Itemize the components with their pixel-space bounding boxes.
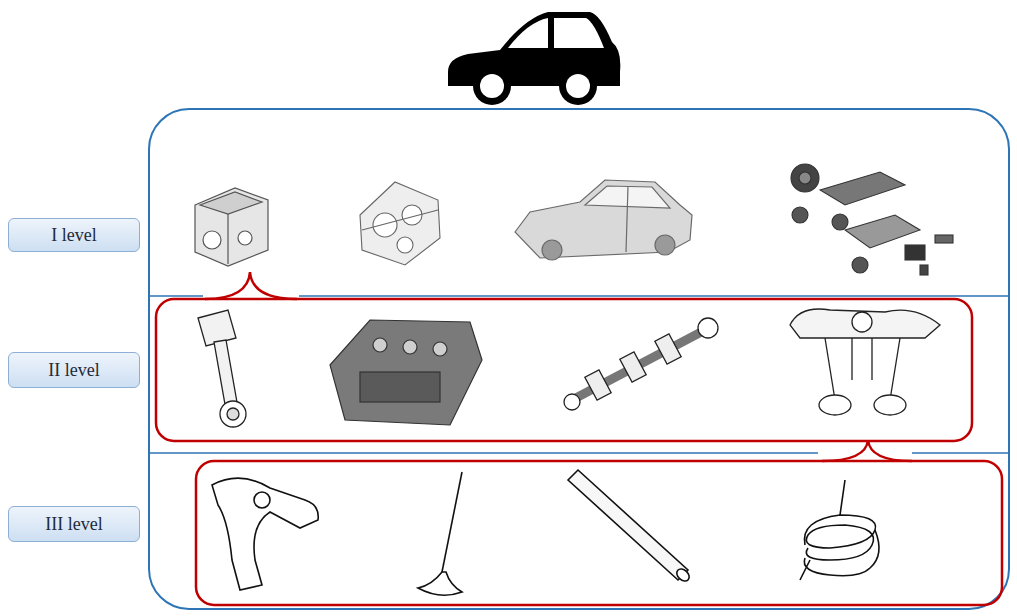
- car-window: [508, 18, 548, 48]
- rocker-bore: [254, 492, 270, 508]
- bracket: [205, 272, 297, 299]
- engine-drawing: [195, 188, 268, 266]
- speaker: [852, 257, 868, 273]
- valve-stem: [890, 338, 900, 400]
- valve-stem: [825, 338, 835, 400]
- block-hole: [403, 340, 417, 354]
- amplifier: [820, 172, 905, 205]
- car-window: [554, 18, 604, 48]
- car-wheel: [480, 74, 504, 98]
- level-label: III level: [45, 514, 102, 535]
- pushrod: [568, 470, 688, 580]
- spring: [800, 515, 879, 580]
- car-wheel: [566, 74, 590, 98]
- car-wheel: [559, 67, 597, 105]
- engine-block: [195, 188, 268, 266]
- block-hole: [433, 342, 447, 356]
- block-casting: [330, 320, 482, 425]
- separator-line: [299, 295, 1009, 297]
- valve-head: [418, 572, 462, 595]
- speaker: [791, 164, 819, 192]
- outer-frame: [149, 109, 1009, 609]
- gear-shaft: [362, 210, 438, 230]
- engine-pulley: [203, 231, 221, 249]
- group-frame: [156, 299, 972, 441]
- speaker: [792, 207, 808, 223]
- crankshaft-drawing: [564, 318, 718, 410]
- rocker-assembly: [790, 309, 940, 338]
- pushrod-drawing: [568, 470, 692, 583]
- piston-head: [198, 310, 236, 346]
- crank-web: [620, 352, 646, 382]
- gear: [373, 213, 397, 237]
- body-shell: [515, 180, 692, 258]
- separator-line: [149, 452, 818, 454]
- valve-head: [819, 395, 851, 415]
- crank-web: [585, 370, 611, 400]
- valve-stem: [442, 472, 462, 572]
- separator-line: [912, 452, 1009, 454]
- crank-web: [655, 334, 681, 364]
- speaker: [799, 172, 811, 184]
- group-frame: [196, 461, 1002, 605]
- rocker-arm-drawing: [212, 478, 318, 590]
- car-icon: [448, 12, 620, 105]
- body-pillar: [626, 186, 628, 252]
- piston-drawing: [198, 310, 246, 427]
- spring-drawing: [800, 480, 879, 580]
- engine-cover: [200, 192, 262, 214]
- remote: [935, 235, 953, 243]
- rocker-arm: [212, 478, 318, 590]
- connecting-rod: [214, 340, 238, 410]
- separator-line: [149, 295, 203, 297]
- module: [845, 215, 920, 248]
- rod-big-end: [220, 401, 246, 427]
- valve-train-drawing: [790, 309, 940, 415]
- speaker: [832, 214, 848, 230]
- rod-big-end: [227, 408, 239, 420]
- engine-line: [227, 214, 228, 264]
- spring-coils: [852, 338, 872, 380]
- pushrod-end: [674, 567, 691, 584]
- gear: [397, 237, 413, 253]
- engine-pulley: [238, 231, 252, 245]
- crank-end: [564, 394, 580, 410]
- engine-block-drawing: [330, 320, 482, 425]
- valve-drawing: [418, 472, 462, 595]
- car-body: [448, 12, 620, 86]
- gearbox-drawing: [360, 182, 440, 265]
- level-label-box: III level: [8, 506, 140, 542]
- level-label-box: I level: [8, 218, 140, 252]
- electronics-drawing: [791, 164, 953, 275]
- remote: [920, 265, 928, 275]
- body-wheel-arch: [542, 240, 562, 260]
- rocker-shaft: [852, 312, 872, 332]
- block-hole: [373, 338, 387, 352]
- block-face: [360, 372, 440, 402]
- display: [905, 245, 925, 260]
- crank-end: [698, 318, 718, 338]
- body-frame-drawing: [515, 180, 692, 260]
- valve-head: [874, 395, 906, 415]
- car-wheel: [473, 67, 511, 105]
- gearbox-case: [360, 182, 440, 265]
- crank-axis: [572, 330, 705, 400]
- body-wheel-arch: [655, 235, 675, 255]
- level-label-box: II level: [8, 352, 140, 388]
- level-label: I level: [51, 225, 96, 246]
- level-label: II level: [48, 360, 99, 381]
- bracket: [822, 440, 912, 461]
- spring-end: [840, 480, 845, 515]
